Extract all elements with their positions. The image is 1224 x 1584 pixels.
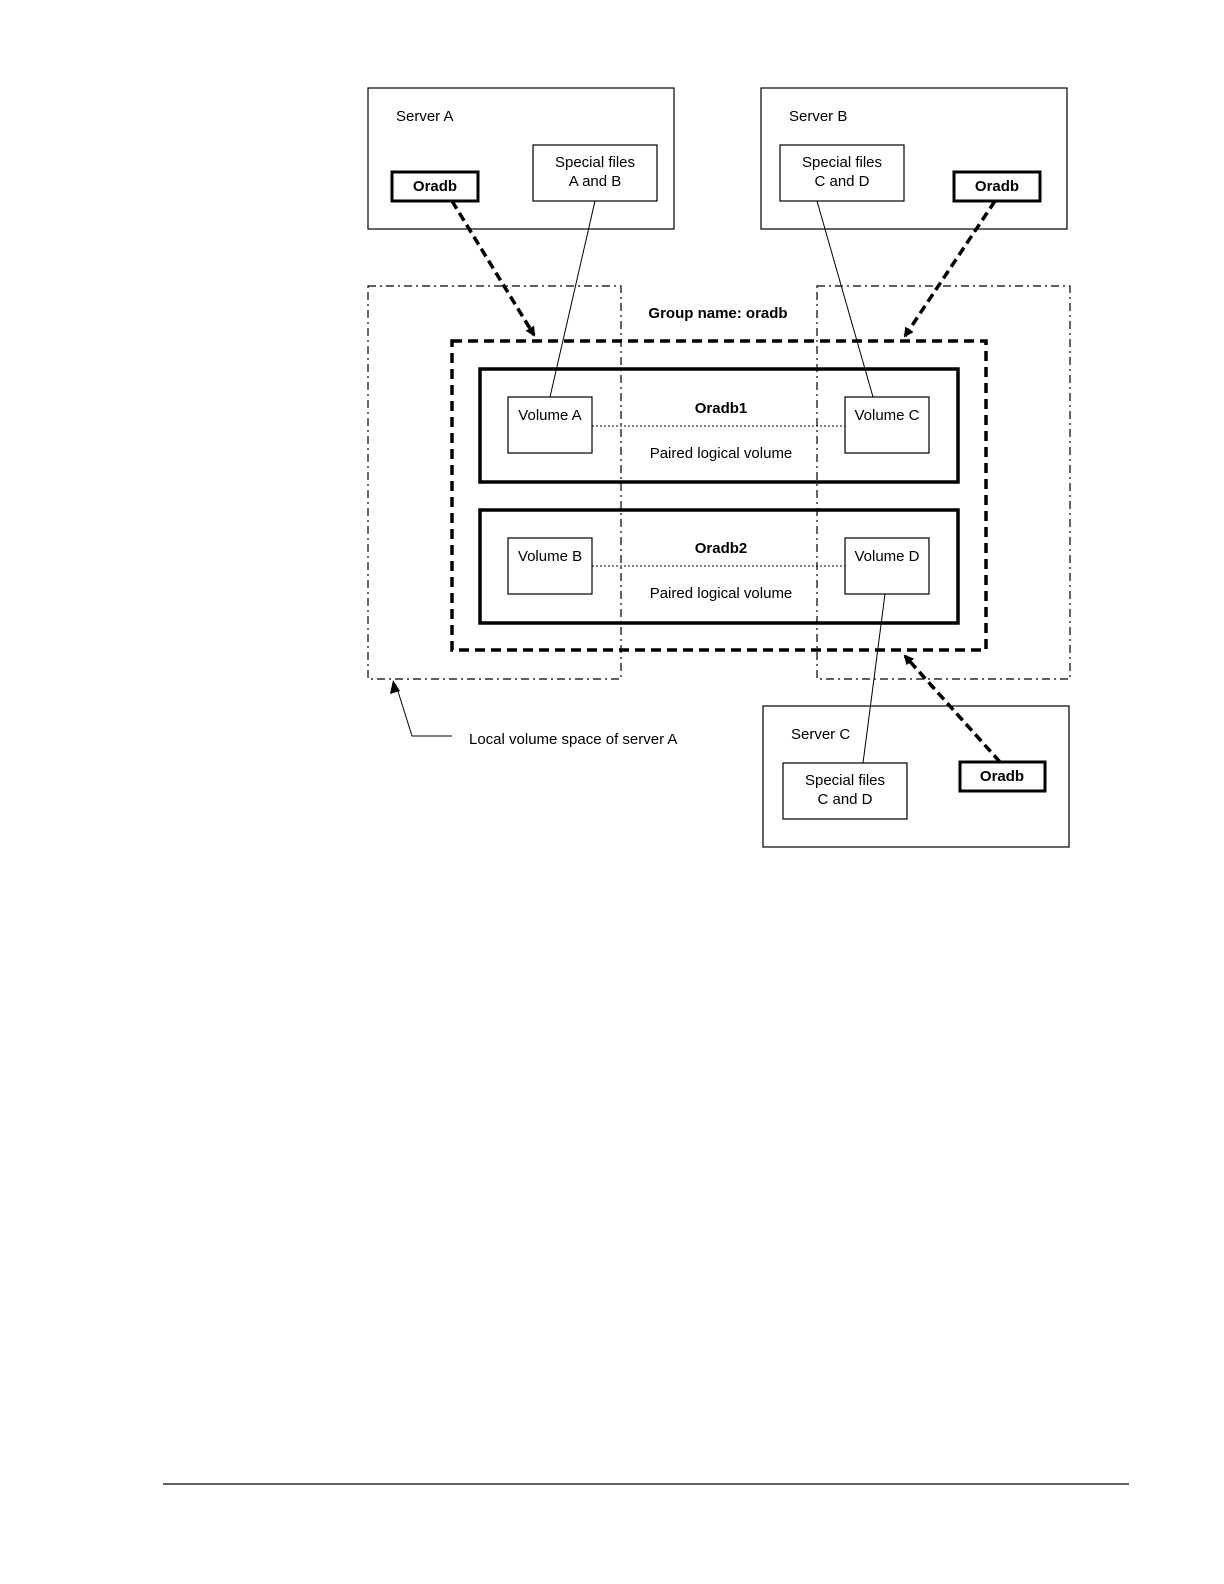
server-c-special-files-line2: C and D bbox=[817, 791, 872, 808]
server-c-label: Server C bbox=[791, 726, 850, 743]
arrow-server-c-oradb-to-group bbox=[905, 656, 1000, 762]
arrow-server-a-oradb-to-group bbox=[452, 201, 534, 335]
volume-a-box bbox=[508, 397, 592, 453]
server-b-special-files-line2: C and D bbox=[814, 173, 869, 190]
pair-name-oradb2: Oradb2 bbox=[695, 540, 748, 557]
callout-label: Local volume space of server A bbox=[469, 731, 677, 748]
volume-b-label: Volume B bbox=[518, 548, 582, 565]
volume-a-label: Volume A bbox=[518, 407, 581, 424]
server-a-special-files-line2: A and B bbox=[569, 173, 622, 190]
volume-d-label: Volume D bbox=[854, 548, 919, 565]
group-box bbox=[452, 341, 986, 650]
server-b-label: Server B bbox=[789, 108, 847, 125]
server-a-special-files-line1: Special files bbox=[555, 154, 635, 171]
pair-name-oradb1: Oradb1 bbox=[695, 400, 748, 417]
arrow-server-b-oradb-to-group bbox=[905, 201, 995, 336]
server-b-oradb-label: Oradb bbox=[975, 178, 1019, 195]
volume-c-box bbox=[845, 397, 929, 453]
server-b-special-files-line1: Special files bbox=[802, 154, 882, 171]
server-c-special-files-line1: Special files bbox=[805, 772, 885, 789]
callout-leader bbox=[396, 685, 452, 736]
group-label: Group name: oradb bbox=[648, 305, 787, 322]
server-a-oradb-label: Oradb bbox=[413, 178, 457, 195]
server-a-label: Server A bbox=[396, 108, 454, 125]
volume-d-box bbox=[845, 538, 929, 594]
pair-caption-1: Paired logical volume bbox=[650, 445, 793, 462]
volume-b-box bbox=[508, 538, 592, 594]
server-c-oradb-label: Oradb bbox=[980, 768, 1024, 785]
volume-c-label: Volume C bbox=[854, 407, 919, 424]
pair-caption-2: Paired logical volume bbox=[650, 585, 793, 602]
